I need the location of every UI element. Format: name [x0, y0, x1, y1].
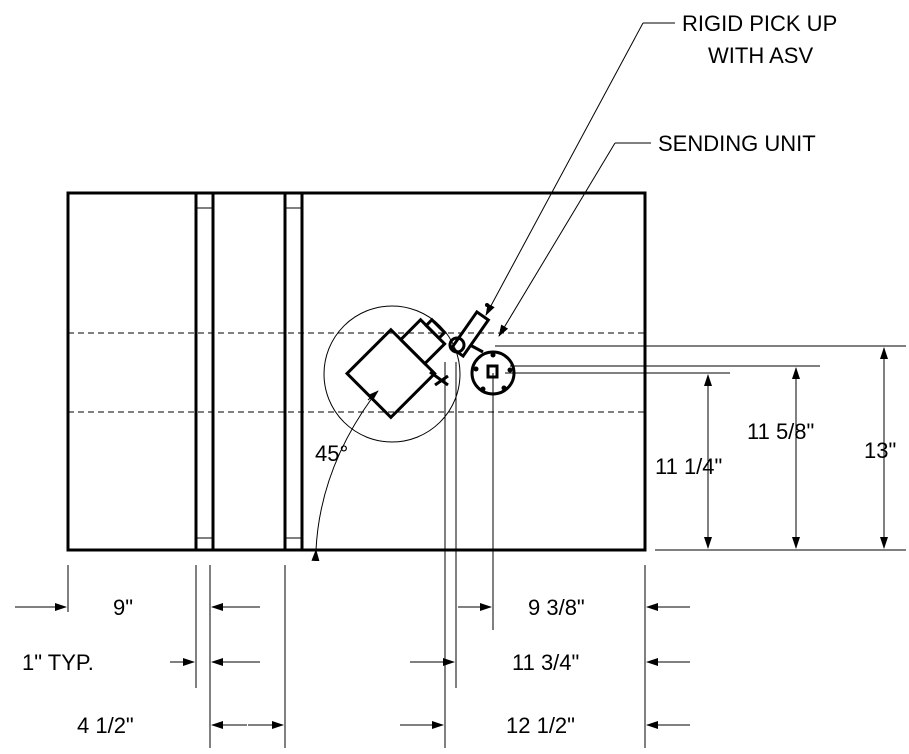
pump-assembly: [344, 317, 449, 420]
extension-lines-bottom: [67, 362, 646, 748]
dim-9-375-label: 9 3/8": [528, 595, 585, 620]
dim-13-label: 13": [864, 438, 896, 463]
pump-clearance-circle: [323, 305, 461, 443]
dim-9-label: 9": [113, 595, 133, 620]
dim-12-5-label: 12 1/2": [506, 713, 575, 738]
pickup-callout-leader: [485, 22, 675, 316]
pickup-tube: [448, 303, 491, 359]
extension-lines-right: [495, 345, 906, 551]
angle-dimension: [311, 390, 379, 562]
dim-11-25-label: 11 1/4": [655, 454, 722, 479]
tank-strap-left: [194, 193, 215, 550]
dim-11-625-label: 11 5/8": [747, 419, 814, 444]
tank-strap-right: [283, 193, 304, 550]
dim-4-5-label: 4 1/2": [77, 713, 134, 738]
dim-11-75-label: 11 3/4": [512, 650, 579, 675]
dim-1-typ-label: 1" TYP.: [22, 650, 94, 675]
sending-unit-callout: SENDING UNIT: [658, 131, 816, 156]
pickup-callout-line2: WITH ASV: [708, 43, 813, 68]
pickup-callout-line1: RIGID PICK UP: [682, 11, 837, 36]
hidden-lines: [68, 332, 645, 413]
sending-unit-callout-leader: [498, 142, 651, 337]
angle-label: 45°: [315, 441, 348, 466]
tank-outline: [66, 191, 647, 552]
